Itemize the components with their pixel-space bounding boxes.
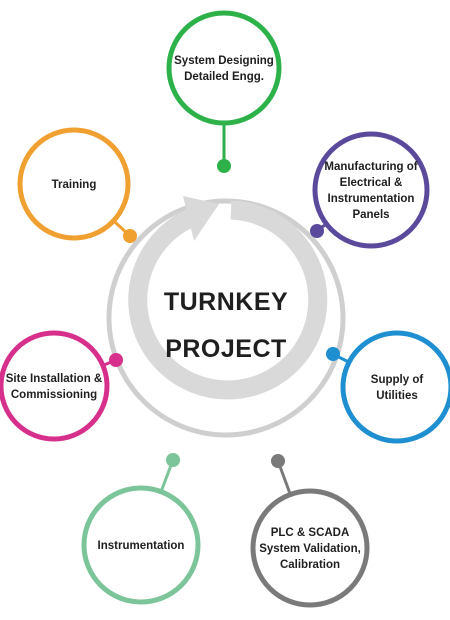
manufacturing-label-line-3: Instrumentation: [328, 193, 415, 205]
system-designing-ring: [166, 10, 282, 126]
training-ring: [17, 127, 131, 241]
plc-scada-dot: [271, 454, 285, 468]
instrumentation-dot: [166, 453, 180, 467]
plc-scada-label-line-2: System Validation,: [259, 543, 361, 555]
manufacturing-label-line-4: Panels: [352, 209, 389, 221]
instrumentation-ring: [81, 485, 201, 605]
plc-scada-label-line-3: Calibration: [280, 559, 340, 571]
system-designing-label-line-2: Detailed Engg.: [184, 71, 264, 83]
training-dot: [123, 229, 137, 243]
site-installation-label-line-2: Commissioning: [11, 389, 97, 401]
arrow-head: [183, 196, 219, 241]
center-title-line-2: PROJECT: [165, 335, 287, 363]
arrow-arc: [128, 200, 328, 400]
manufacturing-label-line-2: Electrical &: [340, 177, 403, 189]
system-designing-dot: [217, 159, 231, 173]
manufacturing-dot: [310, 224, 324, 238]
manufacturing-ring: [312, 131, 430, 249]
center-title-line-1: TURNKEY: [164, 288, 288, 316]
site-installation-label-line-1: Site Installation &: [6, 373, 103, 385]
training-label-line-1: Training: [52, 179, 97, 191]
supply-utilities-ring: [340, 330, 450, 444]
system-designing-label-line-1: System Designing: [174, 55, 274, 67]
supply-utilities-label-line-1: Supply of: [371, 374, 424, 386]
supply-utilities-label-line-2: Utilities: [376, 390, 418, 402]
outer-ring: [106, 198, 346, 438]
supply-utilities-dot: [326, 347, 340, 361]
site-installation-ring: [0, 330, 110, 442]
manufacturing-label-line-1: Manufacturing of: [324, 161, 417, 173]
plc-scada-label-line-1: PLC & SCADA: [271, 527, 350, 539]
cycle-arrow-icon: [128, 196, 328, 400]
site-installation-dot: [109, 353, 123, 367]
plc-scada-ring: [250, 488, 370, 608]
instrumentation-label-line-1: Instrumentation: [98, 540, 185, 552]
